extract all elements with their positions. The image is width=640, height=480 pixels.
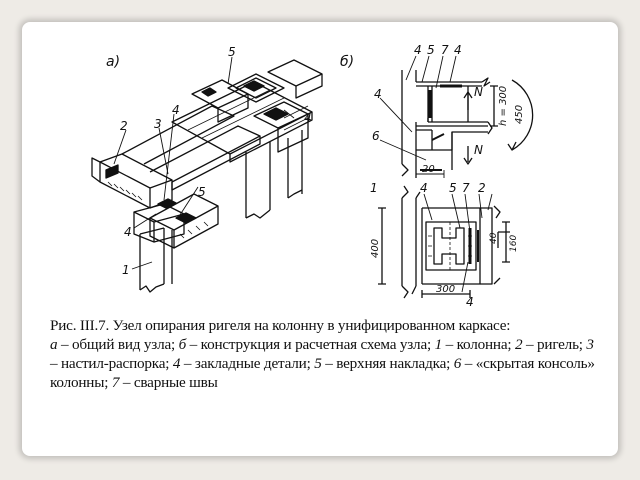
callout-b-side-4: 4 <box>374 87 382 101</box>
callout-a-5-low: 5 <box>198 185 206 199</box>
caption-n4: 4 <box>172 355 181 372</box>
callout-a-1: 1 <box>122 263 130 277</box>
callout-a-4-low: 4 <box>124 225 132 239</box>
caption-n2: 2 <box>515 336 523 353</box>
dim-160: 160 <box>509 235 519 252</box>
caption-t4: – закладные детали; <box>180 355 315 372</box>
figure-caption: Рис. III.7. Узел опирания ригеля на коло… <box>50 316 602 392</box>
caption-b-letter: б <box>178 336 187 353</box>
force-label-bottom: N <box>474 143 483 157</box>
dim-450: 450 <box>514 105 525 124</box>
caption-t3: – настил-распорка; <box>50 355 173 372</box>
technical-figure: а) 5 4 2 3 4 5 4 1 б) 4 5 7 4 4 6 1 N N … <box>91 43 534 309</box>
caption-n6: 6 <box>453 355 462 372</box>
callout-a-3: 3 <box>154 117 162 131</box>
callout-b-plan-2: 2 <box>478 181 486 195</box>
dim-400: 400 <box>370 239 381 258</box>
callout-b-side-6: 6 <box>372 129 380 143</box>
callout-b-top-4a: 4 <box>414 43 422 57</box>
caption-t7: – сварные швы <box>119 374 218 391</box>
callout-b-top-7: 7 <box>441 43 449 57</box>
dim-300: 300 <box>436 284 455 295</box>
caption-t5: – верхняя накладка; <box>321 355 454 372</box>
callout-a-2: 2 <box>120 119 128 133</box>
dim-h300: h = 300 <box>498 86 509 126</box>
force-label-top: N <box>474 85 483 99</box>
callout-a-5-top: 5 <box>228 45 236 59</box>
dim-40: 40 <box>489 232 499 244</box>
panel-a-label: а) <box>106 54 120 70</box>
slide: а) 5 4 2 3 4 5 4 1 б) 4 5 7 4 4 6 1 N N … <box>22 22 618 456</box>
caption-a-letter: а <box>50 336 58 353</box>
caption-t1: – колонна; <box>442 336 515 353</box>
caption-n5: 5 <box>314 355 322 372</box>
caption-a-text: – общий вид узла; <box>57 336 179 353</box>
callout-b-plan-5: 5 <box>449 181 457 195</box>
caption-n7: 7 <box>111 374 120 391</box>
callout-b-top-4b: 4 <box>454 43 462 57</box>
caption-t2: – ригель; <box>522 336 587 353</box>
dim-20: 20 <box>422 164 435 175</box>
callout-b-plan-4a: 4 <box>420 181 428 195</box>
panel-a-drawing <box>91 56 323 293</box>
panel-b-label: б) <box>340 54 354 70</box>
caption-title: Рис. III.7. Узел опирания ригеля на коло… <box>50 317 511 334</box>
callout-b-plan-7: 7 <box>462 181 470 195</box>
callout-a-4-right: 4 <box>304 111 312 125</box>
panel-b-section <box>378 55 534 299</box>
callout-b-top-5: 5 <box>427 43 435 57</box>
caption-t6: – «скрытая консоль» колонны; <box>50 355 595 391</box>
caption-n1: 1 <box>434 336 443 353</box>
callout-a-4-mid: 4 <box>172 103 180 117</box>
caption-n3: 3 <box>586 336 594 353</box>
callout-b-plan-4b: 4 <box>466 295 474 309</box>
callout-b-side-1: 1 <box>370 181 378 195</box>
caption-b-text: – конструкция и расчетная схема узла; <box>186 336 435 353</box>
